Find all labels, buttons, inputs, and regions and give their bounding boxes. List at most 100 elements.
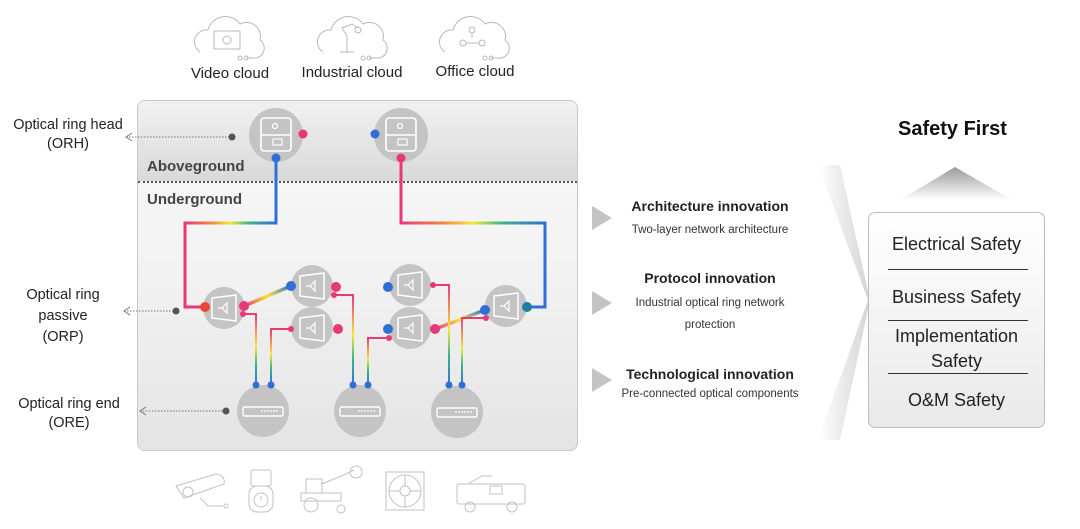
safety-divider: [888, 373, 1028, 374]
connector-dot: [288, 326, 294, 332]
ore-drop: [243, 313, 257, 385]
connector-dot: [271, 153, 281, 163]
ring-right-down: [520, 223, 547, 309]
connector-dot: [200, 302, 210, 312]
innovation-title-architecture: Architecture innovation: [631, 198, 789, 214]
connector-dot: [267, 381, 275, 389]
orp-node: [291, 307, 333, 349]
label-ore-line2: (ORE): [48, 415, 90, 431]
connector-dot: [396, 153, 406, 163]
leader-arrow-icon: [123, 306, 131, 316]
orp-splitter-icon-symbol: [404, 278, 414, 292]
safety-title: Safety First: [898, 118, 1007, 140]
connector-dot: [349, 381, 357, 389]
connector-dot: [522, 302, 532, 312]
connector-dot: [333, 324, 343, 334]
orp-splitter-icon-symbol: [404, 321, 414, 335]
orp-splitter-icon: [211, 294, 237, 322]
label-orh: Optical ring head (ORH): [0, 116, 136, 154]
innovation-title-technological: Technological innovation: [626, 366, 794, 382]
connector-dot: [364, 381, 372, 389]
connector-dot: [240, 311, 246, 317]
technological-arrow-icon: [592, 368, 612, 392]
cloud-label-office: Office cloud: [435, 63, 515, 80]
safety-item-implementation-1: Implementation: [894, 326, 1019, 346]
orp-splitter-icon: [299, 272, 325, 300]
orp-node: [389, 264, 431, 306]
connector-dot: [331, 282, 341, 292]
ore-drop: [270, 328, 291, 385]
label-orp: Optical ring passive (ORP): [0, 286, 126, 347]
protocol-arrow-icon: [592, 291, 612, 315]
orp-link: [434, 308, 486, 331]
aboveground-label: Aboveground: [147, 158, 245, 175]
label-orp-line3: (ORP): [42, 329, 84, 345]
safety-divider: [888, 269, 1028, 270]
connector-dot: [430, 324, 440, 334]
innovation-sub-protocol-1: Industrial optical ring network: [635, 297, 785, 309]
orp-splitter-icon: [493, 292, 519, 320]
orp-splitter-icon: [397, 271, 423, 299]
orp-splitter-icon-symbol: [218, 301, 228, 315]
leader-arrow-icon: [125, 132, 133, 142]
connector-dot: [483, 315, 489, 321]
orp-node: [485, 285, 527, 327]
leader-dot: [228, 133, 236, 141]
connector-dot: [480, 305, 490, 315]
cloud-label-industrial: Industrial cloud: [301, 64, 403, 81]
leader-dot: [222, 407, 230, 415]
ore-terminal-icon: [242, 406, 284, 417]
innovation-sub-protocol-2: protection: [684, 319, 736, 331]
ring-left-down: [183, 223, 205, 309]
connector-dot: [458, 381, 466, 389]
label-orp-line1: Optical ring: [26, 287, 100, 303]
safety-item-om: O&M Safety: [907, 390, 1006, 410]
network-panel: Aboveground Underground: [137, 100, 578, 451]
connector-dot: [386, 335, 392, 341]
orh-switch-icon-port: [396, 122, 404, 130]
connector-dot: [252, 381, 260, 389]
ore-terminal-icon: [436, 407, 478, 418]
underground-label: Underground: [147, 191, 242, 208]
connector-dot: [370, 129, 380, 139]
orh-switch-icon-screen: [397, 138, 408, 146]
safety-box: Electrical Safety Business Safety Implem…: [868, 212, 1045, 428]
aboveground-zone: [138, 101, 577, 181]
safety-item-implementation-2: Safety: [930, 351, 983, 371]
label-orh-line1: Optical ring head: [13, 117, 123, 133]
orp-link: [243, 284, 292, 308]
safety-item-business: Business Safety: [891, 287, 1022, 307]
leader-arrow-icon: [139, 406, 147, 416]
connector-dot: [445, 381, 453, 389]
connector-dot: [286, 281, 296, 291]
label-orh-line2: (ORH): [47, 136, 89, 152]
cloud-label-video: Video cloud: [190, 65, 270, 82]
connector-dot: [383, 324, 393, 334]
ground-divider: [138, 181, 577, 183]
orp-splitter-icon-symbol: [306, 279, 316, 293]
orp-splitter-icon-symbol: [500, 299, 510, 313]
connector-dot: [383, 282, 393, 292]
label-orp-line2: passive: [38, 308, 88, 324]
ore-drop: [367, 337, 389, 385]
connector-dot: [239, 301, 249, 311]
connector-dot: [430, 282, 436, 288]
orh-switch-icon-screen: [272, 138, 283, 146]
orp-node: [291, 265, 333, 307]
safety-divider: [888, 320, 1028, 321]
innovation-sub-architecture: Two-layer network architecture: [631, 224, 789, 236]
ring-left-path: [183, 158, 278, 309]
architecture-arrow-icon: [592, 206, 612, 230]
orp-splitter-icon: [299, 314, 325, 342]
ore-drop: [334, 294, 354, 385]
label-ore: Optical ring end (ORE): [0, 395, 138, 433]
ore-drop: [433, 284, 450, 385]
orp-splitter-icon: [397, 314, 423, 342]
connector-dot: [331, 292, 337, 298]
label-ore-line1: Optical ring end: [18, 396, 120, 412]
orp-splitter-icon-symbol: [306, 321, 316, 335]
ore-terminal-icon: [339, 406, 381, 417]
connector-dot: [298, 129, 308, 139]
innovation-sub-technological: Pre-connected optical components: [621, 388, 799, 400]
